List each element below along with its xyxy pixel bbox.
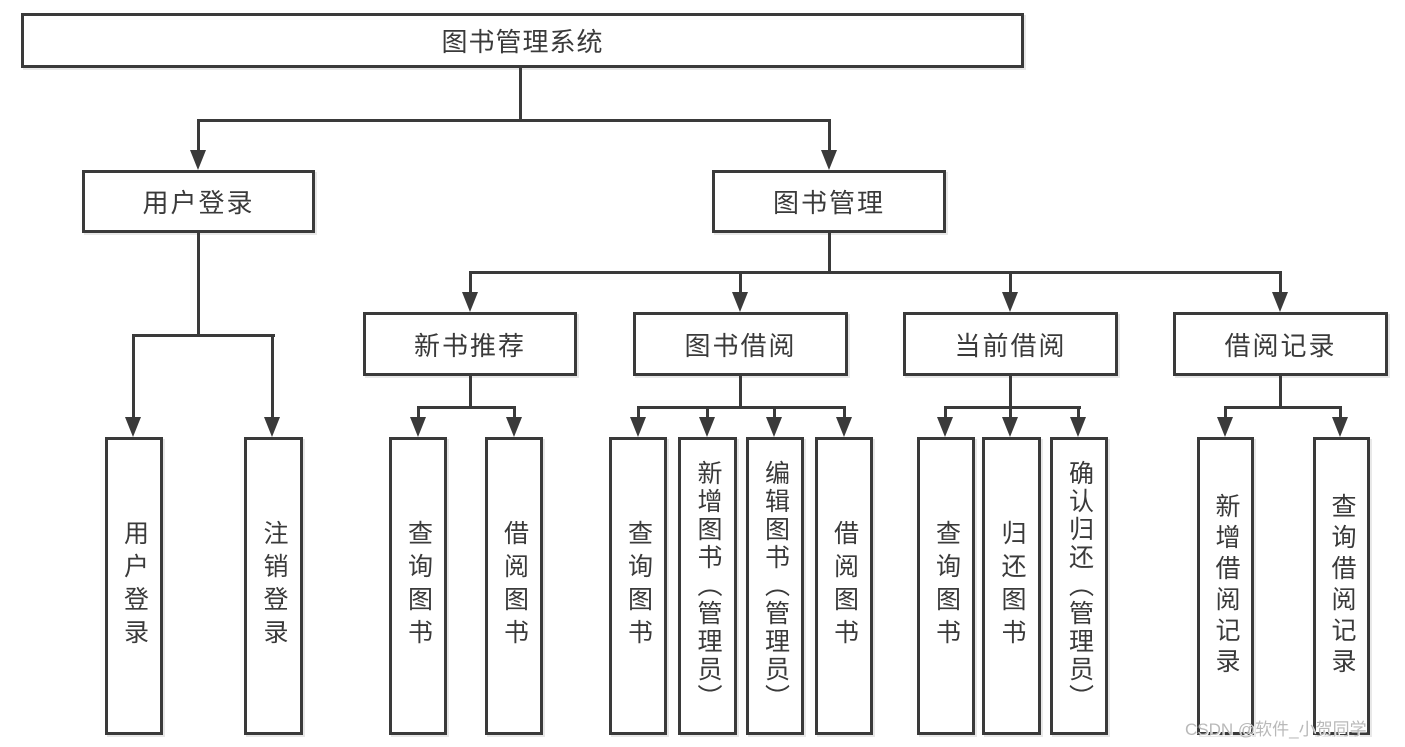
connector-vline	[271, 335, 274, 419]
arrowhead-down-icon	[506, 417, 522, 437]
arrowhead-down-icon	[462, 292, 478, 312]
leaf-borrow-books: 借阅图书	[815, 437, 873, 735]
node-label: 新增图书（管理员）	[694, 460, 722, 712]
connector-hline	[1224, 406, 1342, 409]
connector-vline	[513, 407, 516, 418]
leaf-confirm-return-admin: 确认归还（管理员）	[1050, 437, 1108, 735]
node-book-management: 图书管理	[712, 170, 946, 233]
connector-vline	[828, 233, 831, 273]
connector-vline	[843, 407, 846, 418]
node-label: 借阅图书	[830, 520, 859, 652]
arrowhead-down-icon	[1070, 417, 1086, 437]
leaf-query-books: 查询图书	[917, 437, 975, 735]
connector-vline	[469, 376, 472, 407]
leaf-query-books: 查询图书	[389, 437, 447, 735]
node-label: 当前借阅	[954, 330, 1067, 361]
arrowhead-down-icon	[410, 417, 426, 437]
arrowhead-down-icon	[264, 417, 280, 437]
connector-vline	[637, 407, 640, 418]
node-new-book-recommendation: 新书推荐	[363, 312, 577, 376]
connector-vline	[1224, 407, 1227, 418]
node-label: 用户登录	[120, 520, 149, 652]
connector-vline	[1339, 407, 1342, 418]
csdn-watermark: CSDN @软件_小贺同学	[1185, 720, 1367, 739]
node-label: 新增借阅记录	[1212, 493, 1240, 679]
connector-vline	[1009, 407, 1012, 418]
arrowhead-down-icon	[630, 417, 646, 437]
connector-vline	[739, 272, 742, 294]
arrowhead-down-icon	[699, 417, 715, 437]
arrowhead-down-icon	[190, 150, 206, 170]
arrowhead-down-icon	[732, 292, 748, 312]
connector-vline	[773, 407, 776, 418]
node-label: 查询借阅记录	[1328, 493, 1356, 679]
connector-vline	[197, 120, 200, 153]
leaf-add-borrow-record: 新增借阅记录	[1197, 437, 1254, 735]
node-label: 借阅图书	[500, 520, 529, 652]
node-label: 图书借阅	[684, 330, 797, 361]
node-label: 查询图书	[624, 520, 653, 652]
arrowhead-down-icon	[1272, 292, 1288, 312]
arrowhead-down-icon	[766, 417, 782, 437]
connector-hline	[197, 119, 831, 122]
arrowhead-down-icon	[1002, 292, 1018, 312]
node-label: 归还图书	[998, 520, 1026, 652]
node-label: 新书推荐	[413, 330, 526, 361]
arrowhead-down-icon	[937, 417, 953, 437]
connector-hline	[469, 271, 1282, 274]
arrowhead-down-icon	[1217, 417, 1233, 437]
connector-vline	[1077, 407, 1080, 418]
leaf-logout: 注销登录	[244, 437, 303, 735]
node-current-borrowing: 当前借阅	[903, 312, 1118, 376]
arrowhead-down-icon	[1332, 417, 1348, 437]
connector-vline	[197, 233, 200, 336]
connector-hline	[944, 406, 1081, 409]
leaf-user-login: 用户登录	[105, 437, 163, 735]
connector-vline	[1279, 376, 1282, 407]
connector-vline	[828, 120, 831, 153]
connector-vline	[739, 376, 742, 407]
leaf-borrow-books: 借阅图书	[485, 437, 543, 735]
connector-vline	[1009, 272, 1012, 294]
connector-vline	[944, 407, 947, 418]
connector-vline	[469, 272, 472, 294]
node-label: 编辑图书（管理员）	[761, 460, 790, 712]
connector-vline	[519, 68, 522, 120]
node-library-management-system: 图书管理系统	[21, 13, 1024, 68]
node-label: 查询图书	[404, 520, 433, 652]
node-label: 查询图书	[932, 520, 961, 652]
node-book-borrowing: 图书借阅	[633, 312, 848, 376]
node-label: 图书管理	[772, 188, 885, 218]
connector-vline	[706, 407, 709, 418]
arrowhead-down-icon	[821, 150, 837, 170]
node-label: 图书管理系统	[441, 27, 604, 57]
connector-hline	[637, 406, 846, 409]
node-label: 注销登录	[260, 520, 288, 652]
leaf-query-books: 查询图书	[609, 437, 667, 735]
node-user-login: 用户登录	[82, 170, 315, 233]
connector-vline	[1009, 376, 1012, 407]
connector-vline	[1279, 272, 1282, 294]
arrowhead-down-icon	[125, 417, 141, 437]
leaf-query-borrow-record: 查询借阅记录	[1313, 437, 1370, 735]
connector-vline	[132, 335, 135, 419]
node-label: 确认归还（管理员）	[1065, 460, 1094, 712]
node-label: 用户登录	[142, 188, 255, 218]
arrowhead-down-icon	[836, 417, 852, 437]
leaf-add-books-admin: 新增图书（管理员）	[678, 437, 737, 735]
node-label: 借阅记录	[1224, 330, 1337, 361]
connector-hline	[132, 334, 275, 337]
connector-hline	[417, 406, 516, 409]
connector-vline	[417, 407, 420, 418]
arrowhead-down-icon	[1002, 417, 1018, 437]
leaf-return-books: 归还图书	[982, 437, 1041, 735]
leaf-edit-books-admin: 编辑图书（管理员）	[746, 437, 804, 735]
node-borrowing-records: 借阅记录	[1173, 312, 1388, 376]
